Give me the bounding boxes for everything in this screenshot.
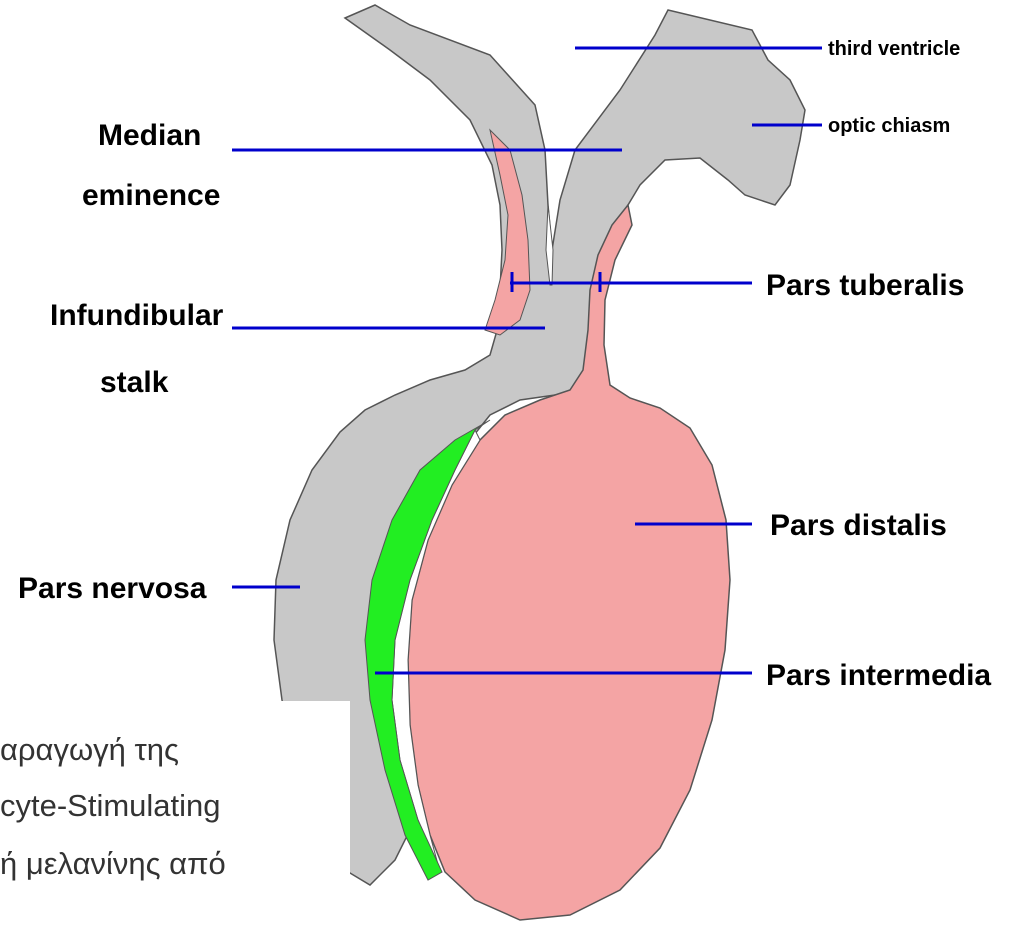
overlay-text-line2: cyte-Stimulating	[0, 788, 221, 823]
label-pars-intermedia: Pars intermedia	[766, 659, 991, 692]
label-optic-chiasm: optic chiasm	[828, 115, 950, 137]
label-pars-distalis: Pars distalis	[770, 509, 947, 542]
label-infundibular-stalk-line1: Infundibular	[50, 299, 224, 332]
label-infundibular-stalk-line2: stalk	[100, 366, 169, 399]
label-pars-tuberalis: Pars tuberalis	[766, 269, 964, 302]
overlay-text-line1: αραγωγή της	[0, 732, 179, 767]
label-median-eminence-line1: Median	[98, 119, 201, 152]
label-median-eminence-line2: eminence	[82, 179, 220, 212]
label-third-ventricle: third ventricle	[828, 38, 960, 60]
label-pars-nervosa: Pars nervosa	[18, 572, 207, 605]
overlay-text-line3: ή μελανίνης από	[0, 846, 226, 881]
